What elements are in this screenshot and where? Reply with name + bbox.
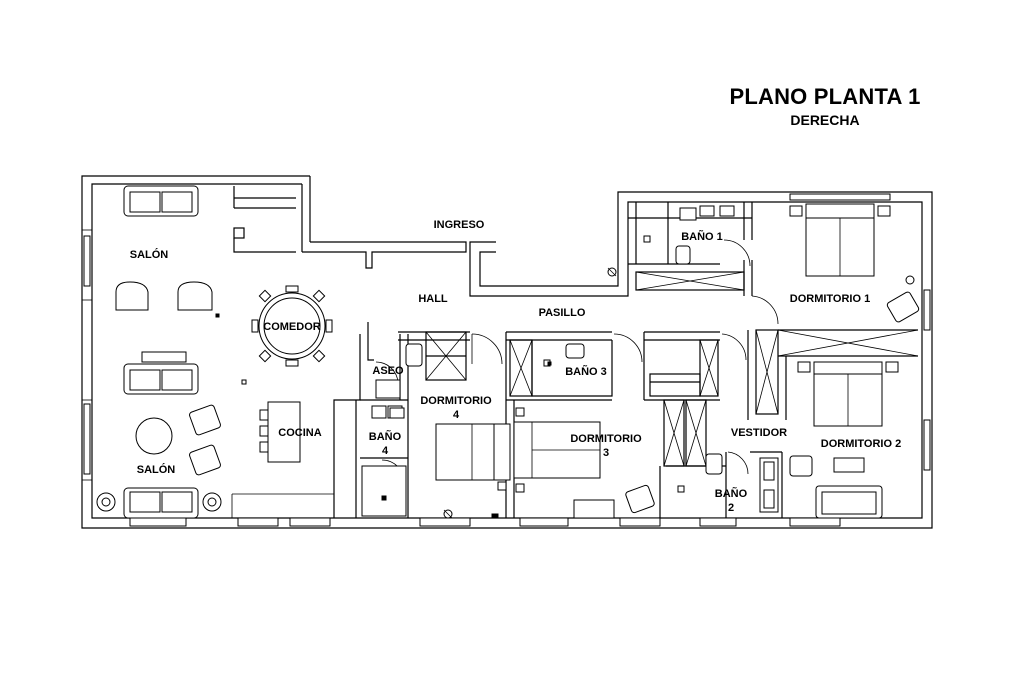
sofa-bottom [123,487,199,519]
plan-title: PLANO PLANTA 1 [729,84,921,109]
label-dormitorio3-b: 3 [603,447,609,459]
sofa-top [123,185,199,217]
outer-walls [81,175,933,529]
label-cocina: COCINA [278,427,321,439]
label-comedor: COMEDOR [263,321,321,333]
dining-table [251,285,333,367]
label-dormitorio4-b: 4 [453,409,460,421]
label-salon-top: SALÓN [130,248,169,261]
label-bano1: BAÑO 1 [681,230,723,243]
label-bano2-a: BAÑO [715,487,748,500]
label-ingreso: INGRESO [434,219,485,231]
room-labels: SALÓN SALÓN COMEDOR COCINA INGRESO HALL … [130,219,901,514]
label-bano2-b: 2 [728,502,734,514]
armchairs-salon [115,281,213,311]
label-vestidor: VESTIDOR [731,427,787,439]
label-bano4-a: BAÑO [369,430,402,443]
label-dormitorio2: DORMITORIO 2 [821,438,901,450]
label-aseo: ASEO [372,365,404,377]
label-dormitorio1: DORMITORIO 1 [790,293,870,305]
label-hall: HALL [418,293,448,305]
windows [83,193,931,527]
bed-dormitorio-3 [513,407,601,493]
sofa-middle [123,351,199,395]
label-dormitorio4-a: DORMITORIO [420,395,492,407]
label-bano3: BAÑO 3 [565,365,607,378]
plan-subtitle: DERECHA [790,112,860,128]
label-bano4-b: 4 [382,445,389,457]
bed-dormitorio-1 [789,203,891,277]
kitchen-table [259,401,301,463]
bed-dormitorio-2 [797,361,899,427]
interior-walls [233,186,919,518]
bed-dormitorio-4 [435,423,511,491]
furniture [96,185,920,519]
label-salon-bottom: SALÓN [137,463,176,476]
label-dormitorio3-a: DORMITORIO [570,433,642,445]
label-pasillo: PASILLO [539,307,586,319]
plan-title-block: PLANO PLANTA 1 DERECHA [700,84,950,128]
